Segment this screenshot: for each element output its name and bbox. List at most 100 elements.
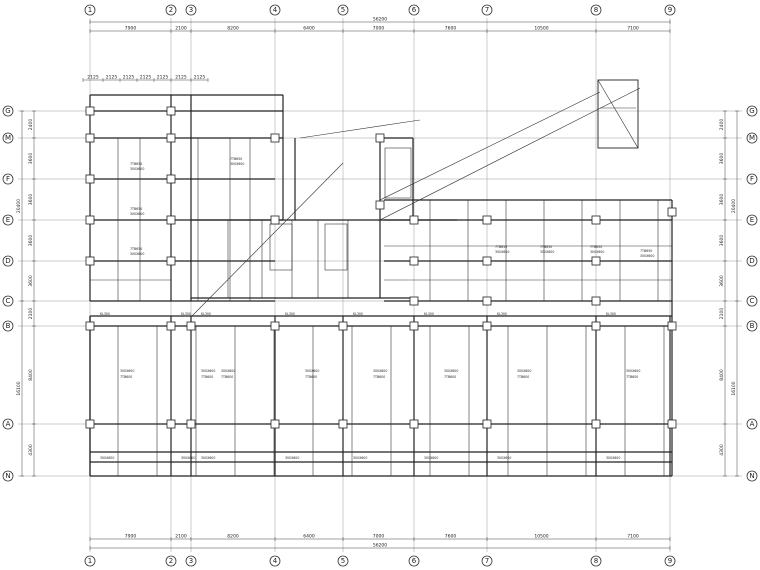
column <box>482 215 492 225</box>
column <box>482 296 492 306</box>
axis-bubble-label: 4 <box>273 557 278 565</box>
dim-bottom-spans-text: 7000 <box>373 534 385 540</box>
axis-bubble-circle <box>2 173 14 185</box>
beam-label-upper: 300X600 <box>640 254 654 258</box>
lift-shaft <box>384 147 412 199</box>
diagonal-beam <box>299 119 421 139</box>
diagonal-beam <box>379 91 601 201</box>
beam-label-row-B: KL300 <box>201 312 211 316</box>
beam-label-row-N: 300X600 <box>285 456 299 460</box>
dim-right-spans-text: 4300 <box>719 444 725 456</box>
beam-label-lower: 7TB600 <box>305 375 317 379</box>
axis-bubble-circle <box>2 255 14 267</box>
axis-bubble-1: 1 <box>84 555 96 567</box>
dim-top-spans-text: 10500 <box>534 26 548 32</box>
axis-bubble-label: N <box>749 472 754 480</box>
axis-bubble-circle <box>590 555 602 567</box>
diagonal-beam <box>379 87 641 221</box>
axis-bubble-4: 4 <box>269 4 281 16</box>
dim-bottom-spans-text: 10500 <box>534 534 548 540</box>
column <box>409 419 419 429</box>
beam-label-row-N: 300X600 <box>201 456 215 460</box>
axis-bubble-D: D <box>2 255 14 267</box>
dim-top-sub-text: 2125 <box>87 75 99 81</box>
axis-bubble-circle <box>84 555 96 567</box>
axis-bubble-9: 9 <box>664 555 676 567</box>
beam-label-upper: 300X600 <box>230 162 244 166</box>
axis-bubble-circle <box>481 555 493 567</box>
column <box>375 133 385 143</box>
axis-bubble-label: 6 <box>412 557 417 565</box>
column <box>85 321 95 331</box>
dim-bottom-overall-text: 56200 <box>373 543 387 549</box>
axis-bubble-circle <box>590 4 602 16</box>
dim-top-sub-text: 2125 <box>123 75 135 81</box>
column <box>591 215 601 225</box>
dim-top-overall-text: 56200 <box>373 17 387 23</box>
axis-bubble-circle <box>746 295 758 307</box>
beam-label-lower: 7TB600 <box>444 375 456 379</box>
beam-label-row-B: KL300 <box>285 312 295 316</box>
axis-bubble-label: 7 <box>485 6 489 14</box>
column <box>85 174 95 184</box>
dim-top-spans-text: 2100 <box>175 26 187 32</box>
axis-bubble-label: D <box>5 257 10 265</box>
axis-bubble-7: 7 <box>481 555 493 567</box>
column <box>409 296 419 306</box>
column <box>338 419 348 429</box>
axis-bubble-1: 1 <box>84 4 96 16</box>
axis-bubble-5: 5 <box>337 4 349 16</box>
beam-label-lower: 7TB600 <box>201 375 213 379</box>
axis-bubble-circle <box>2 132 14 144</box>
column <box>166 256 176 266</box>
dim-bottom-spans-text: 6400 <box>303 534 315 540</box>
axis-bubble-8: 8 <box>590 4 602 16</box>
axis-bubble-label: 2 <box>169 6 173 14</box>
column <box>270 133 280 143</box>
column <box>667 321 677 331</box>
column <box>591 321 601 331</box>
dim-top-sub-text: 2125 <box>194 75 206 81</box>
axis-bubble-circle <box>2 214 14 226</box>
axis-bubble-circle <box>185 555 197 567</box>
axis-bubble-circle <box>746 132 758 144</box>
dim-right-spans-text: 3600 <box>719 235 725 247</box>
axis-bubble-label: N <box>5 472 10 480</box>
axis-bubble-circle <box>337 4 349 16</box>
detached-block-diagonal <box>597 79 639 149</box>
dim-bottom-spans-text: 7600 <box>445 534 457 540</box>
beam-label-upper: 300X600 <box>495 250 509 254</box>
axis-bubble-label: C <box>6 297 11 305</box>
axis-bubble-M: M <box>2 132 14 144</box>
column <box>482 321 492 331</box>
axis-bubble-label: 3 <box>189 6 193 14</box>
axis-bubble-3: 3 <box>185 4 197 16</box>
column <box>409 256 419 266</box>
column <box>270 419 280 429</box>
axis-bubble-label: 9 <box>668 557 672 565</box>
axis-bubble-label: 1 <box>88 6 92 14</box>
axis-bubble-label: 9 <box>668 6 672 14</box>
column <box>591 256 601 266</box>
beam-label-row-B: KL300 <box>424 312 434 316</box>
beam-label-lower: 300X600 <box>517 369 531 373</box>
beam-label-lower: 7TB600 <box>221 375 233 379</box>
dim-right-spans-text: 3600 <box>719 153 725 165</box>
axis-bubble-N: N <box>746 470 758 482</box>
dim-top-spans-text: 7900 <box>125 26 137 32</box>
axis-bubble-C: C <box>2 295 14 307</box>
column <box>85 256 95 266</box>
beam-label-row-N: 300X600 <box>424 456 438 460</box>
axis-bubble-F: F <box>2 173 14 185</box>
axis-bubble-circle <box>746 320 758 332</box>
beam-label-upper: 300X600 <box>540 250 554 254</box>
diagonal-beam <box>190 162 344 318</box>
axis-bubble-A: A <box>746 418 758 430</box>
column-layout <box>85 106 677 429</box>
axis-bubble-7: 7 <box>481 4 493 16</box>
axis-bubble-label: 1 <box>88 557 92 565</box>
axis-bubble-circle <box>2 470 14 482</box>
